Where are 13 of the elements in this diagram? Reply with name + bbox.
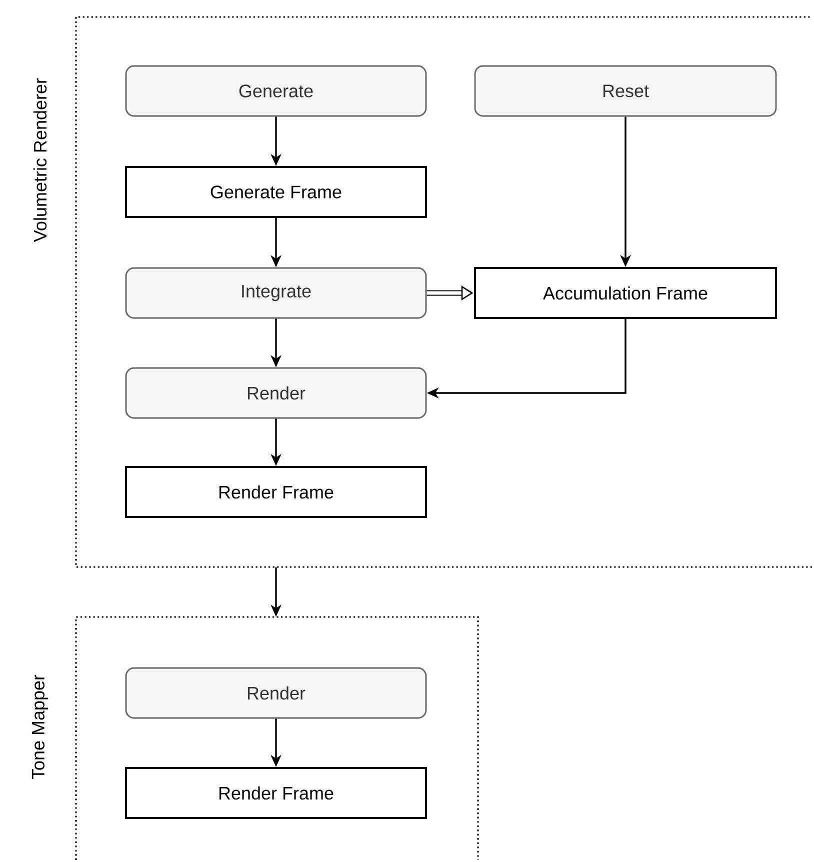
frame-box: Accumulation Frame [474, 267, 777, 319]
group-title: Volumetric Renderer [33, 78, 47, 242]
process-box: Integrate [125, 267, 427, 319]
group-title: Tone Mapper [32, 674, 48, 780]
process-box: Render [125, 667, 427, 719]
group-frame [75, 616, 479, 860]
frame-box: Render Frame [125, 767, 427, 819]
process-box: Reset [474, 65, 777, 117]
group-frame [75, 16, 812, 568]
frame-box: Generate Frame [125, 166, 427, 218]
process-box: Render [125, 367, 427, 419]
frame-box: Render Frame [125, 466, 427, 518]
process-box: Generate [125, 65, 427, 117]
